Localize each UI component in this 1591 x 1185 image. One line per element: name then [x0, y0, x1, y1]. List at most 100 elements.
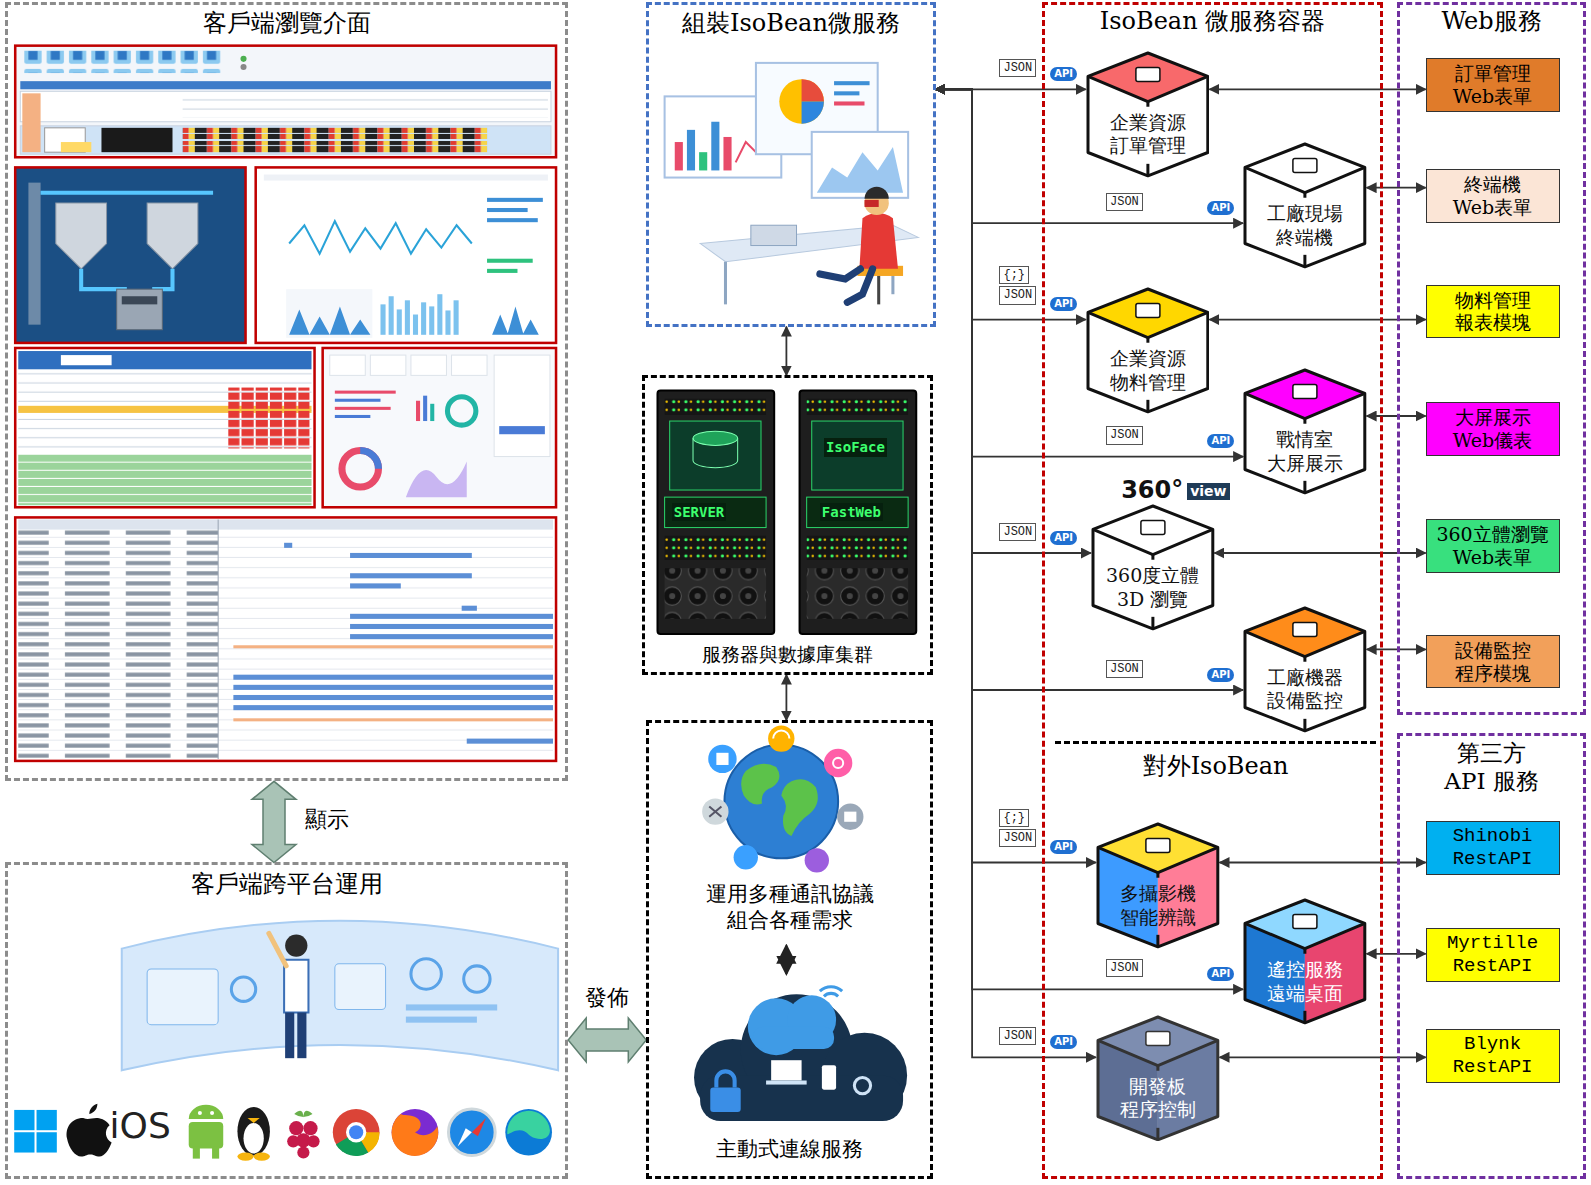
server-racks	[693, 431, 738, 445]
connector	[1220, 1056, 1426, 1058]
screenshot-gantt	[462, 606, 477, 611]
analyst-illustration	[751, 225, 797, 245]
cross-platform-illustration	[406, 1017, 477, 1023]
screenshot-chart-dashboard	[256, 167, 556, 343]
cube-shape	[1245, 370, 1365, 493]
screenshot-plant-scada	[122, 296, 158, 304]
service-cube: 多攝影機 智能辨識	[1096, 822, 1220, 949]
service-box: 物料管理 報表模塊	[1426, 285, 1560, 339]
screenshot-gantt	[467, 739, 553, 744]
screenshot-gantt	[233, 718, 553, 721]
screenshot-orders	[183, 95, 548, 117]
service-cube: 企業資源 訂單管理	[1086, 51, 1210, 178]
text-holder: 多攝影機 智能辨識	[1096, 882, 1220, 930]
server-racks	[807, 497, 908, 527]
label-holder: API	[1207, 668, 1234, 682]
screenshot-orders	[22, 93, 40, 152]
service-box: 大屏展示 Web儀表	[1426, 402, 1560, 456]
os-logo-row	[14, 1132, 34, 1152]
screenshot-plant-scada	[147, 203, 198, 269]
node-text: 戰情室 大屏展示	[1267, 428, 1343, 476]
service-box: 終端機 Web表單	[1426, 169, 1560, 223]
screenshot-kpi-dashboard	[411, 355, 447, 375]
connector	[1210, 319, 1426, 321]
os-logo-row	[198, 1111, 202, 1115]
screenshot-gantt	[350, 624, 553, 629]
node-text: IsoBean 微服務容器	[1100, 6, 1325, 36]
cube-shape	[1293, 385, 1317, 399]
screenshot-gantt	[18, 519, 553, 529]
json-tag: JSON	[999, 286, 1036, 304]
screenshot-chart-dashboard	[264, 175, 548, 181]
screenshot-gantt	[218, 519, 219, 758]
api-badge: API	[1050, 67, 1077, 81]
screenshot-parts-table	[228, 388, 309, 449]
connector	[1367, 415, 1426, 417]
cross-platform-illustration	[147, 969, 218, 1025]
cube-shape	[1245, 608, 1365, 731]
logo-text: iOS	[110, 1108, 171, 1144]
os-logo-row	[458, 1128, 472, 1146]
label-holder: FastWeb	[820, 503, 883, 521]
server-racks	[807, 568, 908, 619]
api-badge: API	[1050, 840, 1077, 854]
block-arrow	[252, 781, 296, 862]
os-logo-row	[289, 1121, 303, 1135]
text-holder: 戰情室 大屏展示	[1243, 428, 1367, 476]
cross-platform-illustration	[269, 933, 286, 965]
label-holder: JSON	[999, 829, 1036, 847]
screenshot-gantt	[233, 695, 553, 700]
analyst-illustration	[675, 142, 683, 170]
cross-platform-illustration	[411, 959, 441, 989]
node-text: Web服務	[1441, 6, 1541, 36]
cloud-illustration	[771, 1060, 801, 1080]
screenshot-kpi-dashboard	[323, 348, 556, 507]
logo-text: view	[1187, 483, 1229, 500]
screenshot-chart-dashboard	[487, 218, 538, 222]
label-holder: API	[1207, 201, 1234, 215]
node-text: 開發板 程序控制	[1120, 1075, 1196, 1123]
screenshot-parts-table	[15, 348, 314, 507]
service-box: Myrtille RestAPI	[1426, 928, 1560, 982]
os-logo-row	[297, 1146, 309, 1158]
analyst-illustration	[779, 79, 824, 124]
screenshot-chart-dashboard	[445, 310, 450, 334]
screenshot-chart-dashboard	[289, 306, 370, 334]
analyst-illustration	[834, 91, 859, 95]
os-logo-row	[189, 1105, 223, 1119]
cube-shape	[1303, 1011, 1306, 1023]
screenshot-gantt	[218, 530, 553, 758]
api-badge: API	[1207, 967, 1234, 981]
service-box: Shinobi RestAPI	[1426, 821, 1560, 875]
label-holder: JSON	[999, 59, 1036, 77]
cube-shape	[1146, 838, 1170, 852]
cube-shape	[1098, 1017, 1218, 1140]
analyst-illustration	[847, 269, 872, 302]
text-holder: 企業資源 物料管理	[1086, 347, 1210, 395]
logo-text: 360°	[1119, 477, 1185, 503]
globe-illustration	[805, 848, 829, 872]
server-racks	[807, 536, 908, 560]
screenshot-orders	[15, 46, 556, 158]
analyst-illustration	[834, 81, 870, 85]
api-badge: API	[1050, 531, 1077, 545]
cube-shape	[1156, 873, 1159, 878]
dashed-frame	[646, 2, 935, 327]
screenshot-chart-dashboard	[421, 302, 426, 334]
globe-illustration	[741, 764, 779, 805]
screenshot-orders	[20, 51, 221, 73]
cloud-illustration	[716, 1071, 734, 1087]
screenshot-gantt	[233, 675, 553, 680]
label-holder: API	[1050, 297, 1077, 311]
screenshot-parts-table	[15, 348, 314, 507]
connector	[1367, 649, 1426, 651]
connector	[1220, 862, 1426, 864]
globe-illustration	[768, 725, 794, 751]
screenshot-gantt	[233, 685, 553, 690]
os-logo-row	[254, 1153, 270, 1161]
cube-shape	[1303, 719, 1306, 731]
server-racks	[693, 438, 738, 467]
analyst-illustration	[802, 101, 824, 123]
dashed-frame	[5, 2, 568, 781]
